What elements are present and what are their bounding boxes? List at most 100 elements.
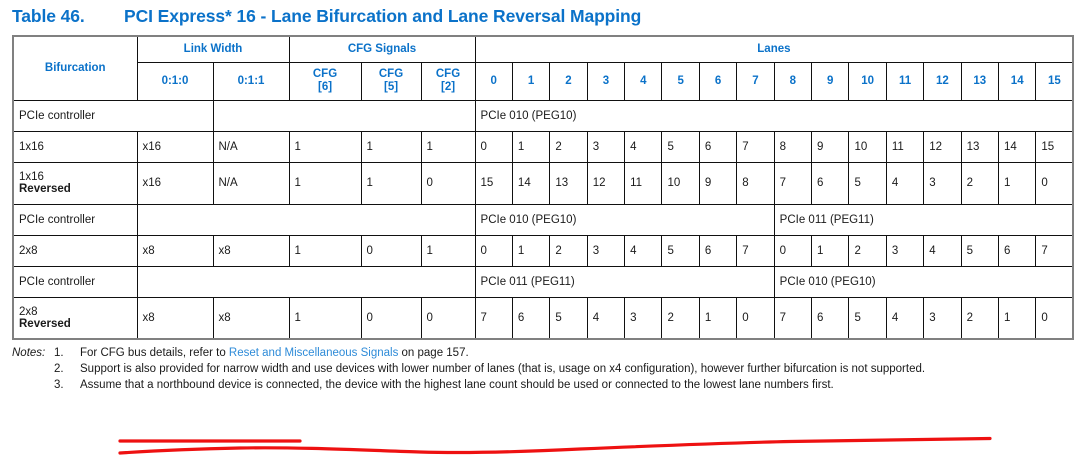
bifurcation-reversed-flag: Reversed [19,183,71,195]
notes-section: Notes: 1. For CFG bus details, refer to … [12,346,1085,392]
cfg-index: [2] [440,81,456,93]
bifurcation-value: 1x16 [12,130,138,163]
header-lane-15: 15 [1035,61,1074,101]
lane-value-12: 3 [923,161,962,205]
lane-value-4: 11 [624,161,663,205]
cfg-index: [5] [383,81,399,93]
header-lane-13: 13 [960,61,1000,101]
lane-value-10: 10 [848,130,887,163]
lane-value-9: 6 [811,296,850,340]
lane-value-9: 6 [811,161,850,205]
header-link-width: Link Width [136,35,290,63]
header-lane-7: 7 [736,61,775,101]
header-lane-9: 9 [811,61,850,101]
bifurcation-mode: 2x8 [19,244,38,257]
cfg-value-0: 1 [288,161,362,205]
lane-value-7: 7 [736,234,775,267]
header-lane-5: 5 [661,61,700,101]
header-lane-11: 11 [885,61,925,101]
controller-name-0: PCIe 011 (PEG11) [474,265,775,298]
header-lane-4: 4 [624,61,663,101]
header-lane-6: 6 [698,61,738,101]
controller-label: PCIe controller [12,265,138,298]
cfg-value-2: 1 [420,130,476,163]
header-lane-0: 0 [474,61,513,101]
note-text: Support is also provided for narrow widt… [80,362,926,375]
lane-value-7: 0 [736,296,775,340]
lane-value-12: 12 [923,130,962,163]
bifurcation-mode: 1x16 [19,171,44,183]
lane-value-3: 3 [586,130,626,163]
lane-value-15: 15 [1035,130,1074,163]
controller-blank-cell [136,203,476,236]
lane-value-8: 8 [773,130,813,163]
lane-value-10: 2 [848,234,887,267]
note-item-clipped: 3. Assume that a northbound device is co… [12,378,1085,392]
table-number: Table 46. [12,6,85,26]
header-cfg-signals: CFG Signals [288,35,476,63]
lane-value-4: 4 [624,130,663,163]
lane-value-3: 12 [586,161,626,205]
lane-value-7: 8 [736,161,775,205]
header-lane-10: 10 [848,61,887,101]
lane-value-2: 2 [549,130,588,163]
lane-value-0: 7 [474,296,513,340]
lane-value-8: 7 [773,296,813,340]
note-item: Notes: 1. For CFG bus details, refer to … [12,346,1085,362]
controller-blank-cell [212,99,476,132]
lane-value-15: 0 [1035,296,1074,340]
lane-value-5: 5 [661,130,700,163]
lane-value-11: 4 [885,296,925,340]
lane-value-6: 6 [698,130,738,163]
cfg-label: CFG [378,67,404,80]
lane-value-1: 14 [511,161,551,205]
note-cross-reference-link[interactable]: Reset and Miscellaneous Signals [228,347,399,359]
link-width-value-0: x16 [136,161,214,205]
lane-value-3: 3 [586,234,626,267]
controller-name-0: PCIe 010 (PEG10) [474,99,1074,132]
cfg-value-0: 1 [288,130,362,163]
lane-value-15: 0 [1035,161,1074,205]
cfg-index: [6] [317,81,333,93]
lane-value-6: 6 [698,234,738,267]
lane-value-15: 7 [1035,234,1074,267]
header-lane-3: 3 [586,61,626,101]
table-title-text: PCI Express* 16 - Lane Bifurcation and L… [124,6,642,26]
header-cfg-col-1: CFG[5] [360,61,422,101]
lane-value-9: 9 [811,130,850,163]
controller-name-1: PCIe 010 (PEG10) [773,265,1074,298]
lane-value-0: 15 [474,161,513,205]
header-link-width-col-1: 0:1:1 [212,61,290,101]
lane-value-7: 7 [736,130,775,163]
lane-value-4: 4 [624,234,663,267]
lane-value-10: 5 [848,296,887,340]
note-text-before: For CFG bus details, refer to [80,347,229,359]
lane-value-0: 0 [474,130,513,163]
lane-value-4: 3 [624,296,663,340]
cfg-value-2: 0 [420,161,476,205]
note-text-after: on page 157. [398,347,469,359]
header-lane-8: 8 [773,61,813,101]
link-width-value-1: N/A [212,161,290,205]
lane-value-5: 5 [661,234,700,267]
cfg-value-1: 0 [360,296,422,340]
controller-label: PCIe controller [12,99,214,132]
cfg-label: CFG [435,67,461,80]
link-width-value-0: x8 [136,296,214,340]
cfg-value-1: 0 [360,234,422,267]
lane-value-1: 1 [511,130,551,163]
table-head: Bifurcation Link Width CFG Signals Lanes… [12,35,1074,101]
bifurcation-mode: 1x16 [19,140,44,153]
link-width-value-1: x8 [212,234,290,267]
lane-value-3: 4 [586,296,626,340]
lane-value-5: 10 [661,161,700,205]
notes-label: Notes: [12,347,46,359]
lane-value-8: 7 [773,161,813,205]
lane-value-2: 2 [549,234,588,267]
cfg-value-2: 1 [420,234,476,267]
table-row-controller: PCIe controller PCIe 010 (PEG10) [12,99,1074,132]
